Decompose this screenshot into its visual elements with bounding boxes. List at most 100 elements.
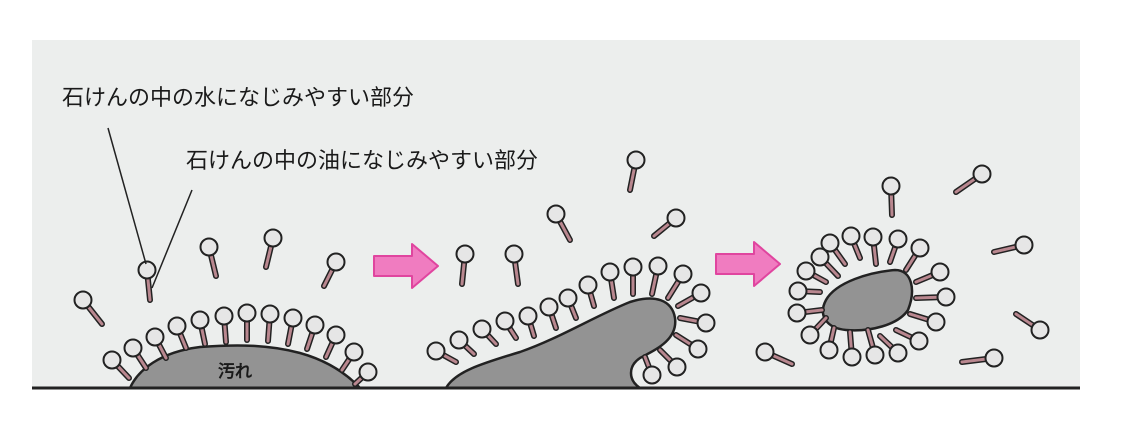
- hydrophilic-head: [863, 227, 883, 247]
- hydrophobic-tail-fill: [558, 219, 572, 242]
- hydrophobic-tail-fill: [146, 276, 152, 302]
- hydrophilic-head: [819, 340, 839, 360]
- hydrophobic-tail-fill: [588, 291, 596, 308]
- soap-molecule: [504, 244, 524, 287]
- hydrophobic-tail-fill: [914, 295, 940, 300]
- hydrophilic-head: [214, 306, 234, 326]
- soap-molecules: [73, 150, 1050, 387]
- soap-molecule: [214, 306, 234, 345]
- hydrophobic-tail-fill: [804, 289, 822, 294]
- hydrophilic-head: [237, 303, 257, 323]
- hydrophilic-head: [984, 348, 1004, 368]
- hydrophilic-head: [263, 228, 283, 248]
- hydrophilic-head: [930, 262, 950, 282]
- hydrophilic-head: [800, 325, 820, 345]
- soap-molecule: [959, 348, 1004, 368]
- hydrophilic-head: [810, 247, 830, 267]
- hydrophobic-tail-fill: [888, 245, 897, 264]
- soap-molecule: [263, 228, 283, 270]
- hydrophobic-tail-fill: [178, 331, 188, 350]
- hydrophilic-head: [788, 281, 808, 301]
- hydrophobic-tail-fill: [86, 304, 104, 326]
- hydrophobic-tail-fill: [889, 192, 894, 217]
- hydrophobic-tail-fill: [550, 313, 558, 330]
- hydrophilic-head: [865, 345, 885, 365]
- soap-molecule: [600, 262, 620, 301]
- soap-molecule: [657, 347, 687, 377]
- hydrophobic-tail-fill: [770, 353, 794, 366]
- stain-stage-1: [128, 344, 363, 390]
- hydrophobic-tail-fill: [157, 342, 168, 360]
- hydrophilic-head: [909, 331, 929, 351]
- hydrophobic-tail-fill: [833, 248, 847, 266]
- hydrophobic-tail-fill: [813, 316, 828, 331]
- soap-molecule: [199, 237, 219, 279]
- stains: [128, 268, 914, 390]
- soap-molecule: [321, 252, 346, 289]
- soap-molecule: [323, 325, 346, 360]
- soap-molecule: [865, 327, 885, 365]
- soap-molecule: [820, 233, 848, 267]
- hydrophilic-head: [623, 257, 643, 277]
- hydrophilic-head: [495, 311, 515, 331]
- hydrophilic-head: [936, 287, 956, 307]
- arrow-1: [373, 243, 439, 289]
- hydrophobic-tail-fill: [811, 273, 828, 284]
- hydrophobic-tail-fill: [643, 355, 651, 370]
- soap-molecule: [352, 362, 378, 387]
- soap-molecule: [1013, 311, 1050, 340]
- soap-molecule: [673, 332, 708, 359]
- hydrophilic-head: [888, 343, 908, 363]
- label-hydrophilic-part: 石けんの中の水になじみやすい部分: [62, 86, 414, 111]
- hydrophobic-tail-fill: [135, 353, 148, 370]
- soap-molecule: [472, 319, 499, 347]
- hydrophilic-head: [190, 310, 210, 330]
- hydrophilic-head: [518, 306, 538, 326]
- hydrophilic-head: [123, 338, 143, 358]
- hydrophobic-tail-fill: [914, 273, 935, 284]
- soap-molecule: [626, 150, 646, 193]
- soap-molecule: [578, 275, 598, 309]
- hydrophilic-head: [626, 150, 646, 170]
- hydrophilic-head: [578, 275, 598, 295]
- hydrophilic-head: [539, 297, 559, 317]
- hydrophilic-head: [910, 238, 930, 258]
- soap-molecule: [539, 297, 559, 331]
- hydrophilic-head: [199, 237, 219, 257]
- soap-molecule: [558, 288, 579, 321]
- soap-molecule: [913, 287, 956, 307]
- soap-molecule: [145, 327, 169, 361]
- hydrophilic-head: [504, 244, 524, 264]
- hydrophilic-head: [972, 164, 992, 184]
- soap-molecule: [887, 229, 908, 265]
- hydrophilic-head: [358, 362, 378, 382]
- hydrophilic-head: [755, 342, 775, 362]
- soap-molecule: [665, 264, 693, 301]
- hydrophobic-tail-fill: [353, 375, 364, 386]
- hydrophobic-tail-fill: [652, 221, 672, 238]
- soap-molecule: [123, 338, 149, 371]
- hydrophobic-tail-fill: [569, 303, 578, 320]
- hydrophilic-head: [326, 252, 346, 272]
- soap-molecule: [137, 260, 157, 303]
- hydrophobic-tail-fill: [678, 316, 700, 323]
- soap-molecule: [449, 330, 477, 357]
- hydrophilic-head: [305, 315, 325, 335]
- hydrophilic-head: [546, 204, 566, 224]
- soap-molecule: [893, 327, 929, 351]
- hydrophobic-tail-fill: [264, 244, 273, 269]
- hydrophobic-tail-fill: [852, 241, 862, 260]
- soap-molecule: [648, 256, 668, 297]
- hydrophobic-tail-fill: [904, 253, 918, 272]
- soap-molecule: [623, 257, 643, 297]
- hydrophobic-tail-fill: [324, 340, 335, 359]
- soap-molecule: [237, 303, 257, 343]
- hydrophobic-tail-fill: [115, 364, 131, 380]
- hydrophobic-tail-fill: [674, 333, 693, 347]
- hydrophobic-tail-fill: [628, 166, 636, 192]
- soap-molecule: [642, 354, 662, 385]
- soap-molecule: [953, 164, 992, 195]
- hydrophobic-tail-fill: [507, 326, 518, 340]
- hydrophobic-tail-fill: [322, 267, 334, 288]
- soap-molecule: [903, 238, 930, 273]
